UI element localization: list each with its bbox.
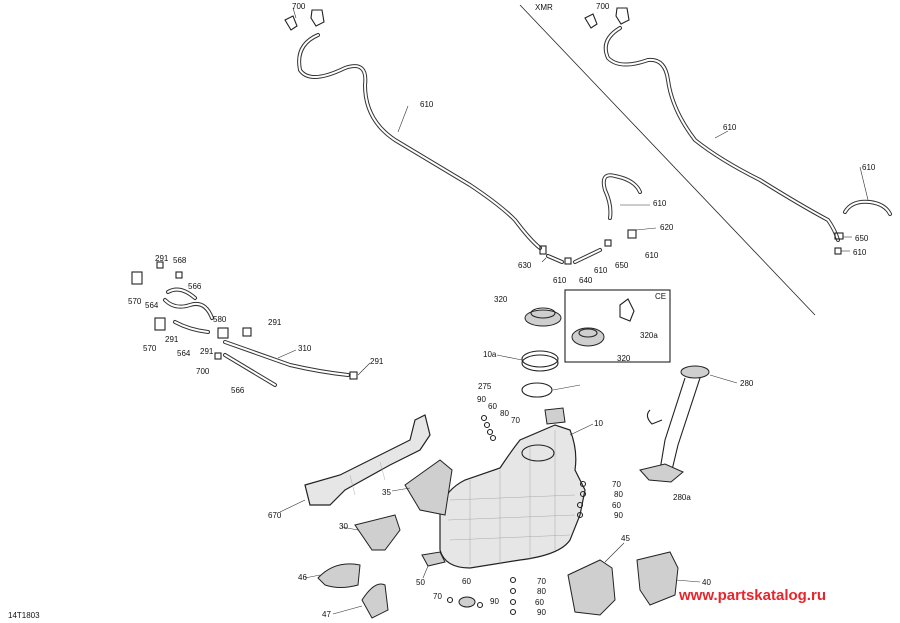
callout-291: 291 <box>268 318 282 327</box>
callout-630: 630 <box>518 261 532 270</box>
callout-610: 610 <box>723 123 737 132</box>
callout-700: 700 <box>292 2 306 11</box>
callout-40: 40 <box>702 578 711 587</box>
callout-566: 566 <box>188 282 202 291</box>
callout-30: 30 <box>339 522 348 531</box>
callout-310: 310 <box>298 344 312 353</box>
heat-shield-35 <box>404 459 453 516</box>
bracket-670 <box>304 414 431 506</box>
fittings-620-630-640-650 <box>539 229 637 265</box>
fuel-cap-320 <box>524 307 562 327</box>
callout-80: 80 <box>614 490 623 499</box>
callout-10a: 10a <box>483 350 497 359</box>
ce-section-box: CE <box>564 289 671 363</box>
callout-60: 60 <box>462 577 471 586</box>
callout-640: 640 <box>579 276 593 285</box>
callout-700: 700 <box>596 2 610 11</box>
callout-70: 70 <box>612 480 621 489</box>
callout-70: 70 <box>537 577 546 586</box>
callout-291: 291 <box>200 347 214 356</box>
callout-291: 291 <box>370 357 384 366</box>
callout-60: 60 <box>535 598 544 607</box>
callout-90: 90 <box>614 511 623 520</box>
callout-610: 610 <box>862 163 876 172</box>
callout-700: 700 <box>196 367 210 376</box>
callout-620: 620 <box>660 223 674 232</box>
callout-568: 568 <box>173 256 187 265</box>
callout-50: 50 <box>416 578 425 587</box>
callout-291: 291 <box>155 254 169 263</box>
heat-shield-45 <box>567 559 616 616</box>
callout-80: 80 <box>500 409 509 418</box>
gasket-275 <box>521 382 553 398</box>
fuel-tank-10 <box>439 407 586 569</box>
ce-section-label: CE <box>655 292 666 301</box>
leader-lines <box>277 7 869 615</box>
callout-564: 564 <box>177 349 191 358</box>
vent-hose-610-short <box>843 199 892 216</box>
callout-10: 10 <box>594 419 603 428</box>
heat-shield-46 <box>317 563 361 588</box>
callout-45: 45 <box>621 534 630 543</box>
watermark: www.partskatalog.ru <box>678 587 826 604</box>
callout-320: 320 <box>494 295 508 304</box>
callout-60: 60 <box>488 402 497 411</box>
lock-ring-10a <box>521 350 559 372</box>
clamp-700-left <box>284 9 325 31</box>
heat-shield-40 <box>636 551 679 606</box>
callout-610: 610 <box>594 266 608 275</box>
callout-610: 610 <box>853 248 867 257</box>
callout-70: 70 <box>433 592 442 601</box>
vent-hose-610-center <box>546 173 642 264</box>
callout-90: 90 <box>490 597 499 606</box>
callout-570: 570 <box>143 344 157 353</box>
vent-hose-610-xmr <box>603 26 840 242</box>
callout-70: 70 <box>511 416 520 425</box>
callout-90: 90 <box>537 608 546 617</box>
callout-610: 610 <box>653 199 667 208</box>
callout-670: 670 <box>268 511 282 520</box>
hose-assembly-564-566 <box>163 287 350 387</box>
xmr-divider-line <box>519 4 816 316</box>
heat-shield-30 <box>354 514 401 551</box>
callout-80: 80 <box>537 587 546 596</box>
callout-280: 280 <box>740 379 754 388</box>
callout-46: 46 <box>298 573 307 582</box>
callout-564: 564 <box>145 301 159 310</box>
callout-35: 35 <box>382 488 391 497</box>
xmr-section-label: XMR <box>535 3 553 12</box>
callout-570: 570 <box>128 297 142 306</box>
callout-580: 580 <box>213 315 227 324</box>
hardware-fasteners <box>446 414 587 616</box>
fittings-570-291-568-580 <box>131 261 358 380</box>
callout-320a: 320a <box>640 331 658 340</box>
callout-60: 60 <box>612 501 621 510</box>
callout-47: 47 <box>322 610 331 619</box>
callout-90: 90 <box>477 395 486 404</box>
heat-shield-47 <box>361 583 389 619</box>
vent-hose-610-left <box>297 33 542 250</box>
clamp-700-right <box>584 7 630 29</box>
diagram-code: 14T1803 <box>8 611 40 620</box>
callout-275: 275 <box>478 382 492 391</box>
callout-291: 291 <box>165 335 179 344</box>
callout-280a: 280a <box>673 493 691 502</box>
callout-610: 610 <box>420 100 434 109</box>
fuel-pump-280 <box>639 365 710 483</box>
heat-shield-50 <box>421 551 446 567</box>
callout-566: 566 <box>231 386 245 395</box>
callout-610: 610 <box>645 251 659 260</box>
callout-650: 650 <box>615 261 629 270</box>
callout-650: 650 <box>855 234 869 243</box>
callout-320: 320 <box>617 354 631 363</box>
callout-610: 610 <box>553 276 567 285</box>
